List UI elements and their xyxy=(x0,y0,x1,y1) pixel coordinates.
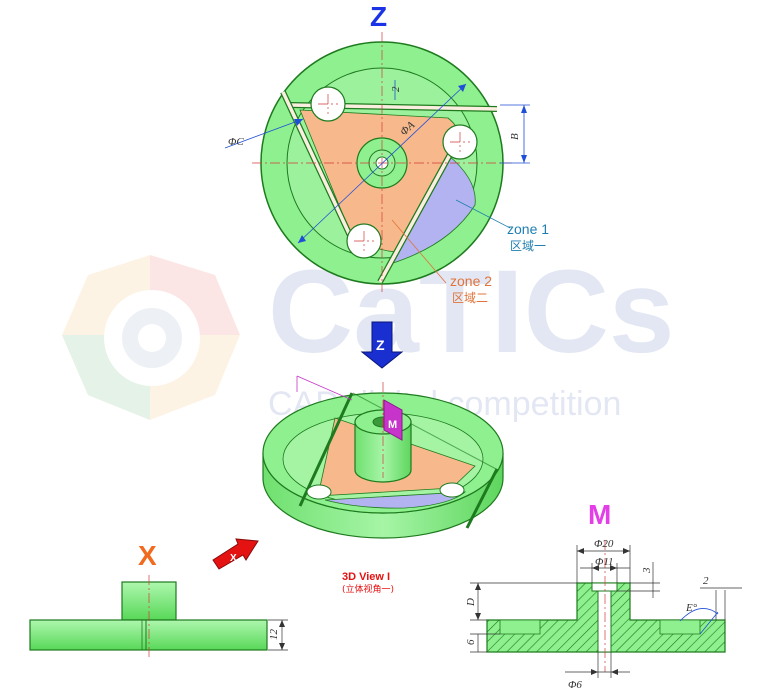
z-arrow-label: Z xyxy=(376,337,385,353)
dim-3: 3 xyxy=(641,567,653,574)
slot-right-inner xyxy=(378,139,460,283)
iso-slot-top xyxy=(352,392,499,471)
zone-1-label-cn: 区域一 xyxy=(510,239,546,253)
dim-phi-c: ΦC xyxy=(228,136,244,148)
watermark-gear-icon xyxy=(62,255,240,420)
view-letter-x: X xyxy=(138,540,157,571)
zone-1-region xyxy=(389,154,476,265)
section-recess-left xyxy=(499,619,541,635)
view-letter-z: Z xyxy=(370,1,387,32)
section-view: M xyxy=(465,499,742,691)
dim-12: 12 xyxy=(268,629,280,641)
iso-caption: 3D View I xyxy=(342,571,390,583)
top-dimension-lines xyxy=(224,80,530,244)
section-dimension-lines xyxy=(470,545,742,678)
zone-1-label: zone 1 xyxy=(507,221,549,237)
iso-zone-1 xyxy=(324,491,467,509)
dim-2-section: 2 xyxy=(703,575,709,587)
dim-2-top: 2 xyxy=(390,86,402,92)
zone-2-leader xyxy=(391,219,447,284)
iso-hole-left xyxy=(306,484,332,500)
section-plane-marker xyxy=(383,399,403,441)
section-dimension-arrows xyxy=(475,548,630,675)
top-view: Z xyxy=(224,1,549,305)
section-plane-line xyxy=(296,375,353,401)
section-marker-label: M xyxy=(388,419,397,431)
dim-d: D xyxy=(465,598,477,607)
iso-slot-left xyxy=(298,392,354,507)
zone-2-label-cn: 区域二 xyxy=(452,291,488,305)
iso-caption-cn: (立体视角一) xyxy=(342,583,394,595)
x-arrow-label: X xyxy=(230,553,237,564)
dim-b: B xyxy=(509,133,521,140)
view-letter-m: M xyxy=(588,499,611,530)
dim-phi-11: Φ11 xyxy=(595,556,614,568)
front-base xyxy=(29,619,268,651)
x-direction-arrow-icon: X xyxy=(212,538,259,570)
angle-e-ref xyxy=(699,611,719,635)
dim-phi-20: Φ20 xyxy=(594,538,614,550)
iso-slot-right xyxy=(465,468,499,529)
iso-view: M 3D View I (立体视角一) xyxy=(262,375,504,595)
top-dimension-arrows xyxy=(294,84,527,243)
section-bore xyxy=(597,582,612,653)
dim-e: E° xyxy=(685,602,698,614)
section-counterbore xyxy=(591,582,618,592)
zone-1-leader xyxy=(455,199,511,229)
slot-left-inner xyxy=(281,91,355,243)
front-view: X 12 xyxy=(29,540,288,660)
dim-phi-6: Φ6 xyxy=(568,679,582,691)
dim-6-vertical: 6 xyxy=(465,639,477,645)
front-dimension-arrows xyxy=(279,620,285,650)
iso-hole-right xyxy=(439,482,465,498)
angle-e-arc xyxy=(679,608,719,622)
section-recess-right xyxy=(659,619,701,635)
zone-2-label: zone 2 xyxy=(450,273,492,289)
z-direction-arrow-icon: Z xyxy=(360,321,404,369)
